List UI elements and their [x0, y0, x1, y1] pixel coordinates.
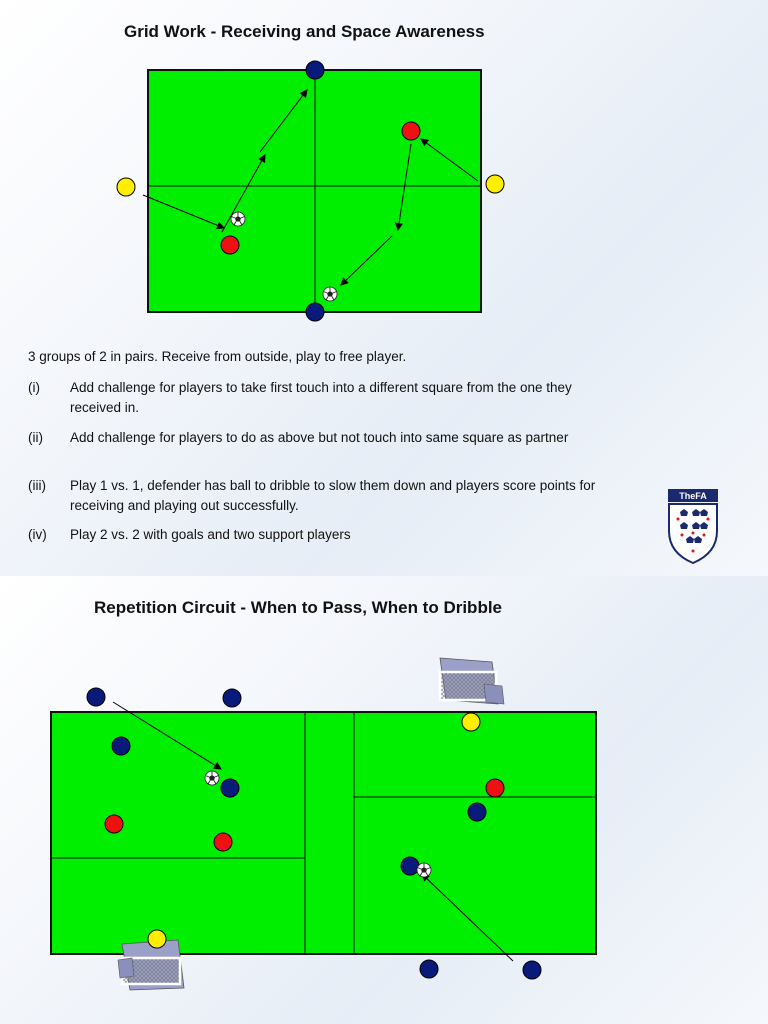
blue-player	[305, 302, 325, 322]
goal-icon	[117, 939, 185, 991]
repetition-circuit-diagram	[50, 657, 597, 991]
red-player	[401, 121, 421, 141]
blue-player	[400, 856, 420, 876]
red-player	[104, 814, 124, 834]
slide-repetition-circuit: Repetition Circuit - When to Pass, When …	[0, 576, 768, 1024]
pass-arrow	[421, 873, 514, 962]
pass-arrow	[340, 235, 393, 286]
pass-arrow	[142, 194, 225, 230]
red-player	[213, 832, 233, 852]
run-arrow	[221, 154, 266, 233]
ball-icon	[416, 862, 432, 878]
fa-crest-logo: TheFA	[668, 489, 718, 565]
pitch	[50, 711, 597, 955]
blue-player	[220, 778, 240, 798]
ball-icon	[204, 770, 220, 786]
slide-title: Repetition Circuit - When to Pass, When …	[94, 598, 503, 617]
yellow-player	[461, 712, 481, 732]
yellow-player	[116, 177, 136, 197]
svg-text:TheFA: TheFA	[679, 491, 707, 501]
run-arrow	[259, 89, 308, 153]
ball-icon	[230, 211, 246, 227]
yellow-player	[147, 929, 167, 949]
pass-arrow	[112, 701, 222, 770]
slide-grid-work: Grid Work - Receiving and Space Awarenes…	[0, 0, 768, 576]
ball-icon	[322, 286, 338, 302]
pass-arrow	[420, 138, 479, 182]
red-player	[485, 778, 505, 798]
yellow-player	[485, 174, 505, 194]
blue-player	[86, 687, 106, 707]
run-arrow	[395, 143, 412, 231]
intro-text: 3 groups of 2 in pairs. Receive from out…	[28, 349, 407, 364]
blue-player	[522, 960, 542, 980]
red-player	[220, 235, 240, 255]
blue-player	[467, 802, 487, 822]
blue-player	[305, 60, 325, 80]
blue-player	[111, 736, 131, 756]
blue-player	[222, 688, 242, 708]
goal-icon	[438, 657, 505, 705]
grid-work-diagram	[116, 60, 505, 322]
blue-player	[419, 959, 439, 979]
slide-title: Grid Work - Receiving and Space Awarenes…	[124, 22, 485, 41]
